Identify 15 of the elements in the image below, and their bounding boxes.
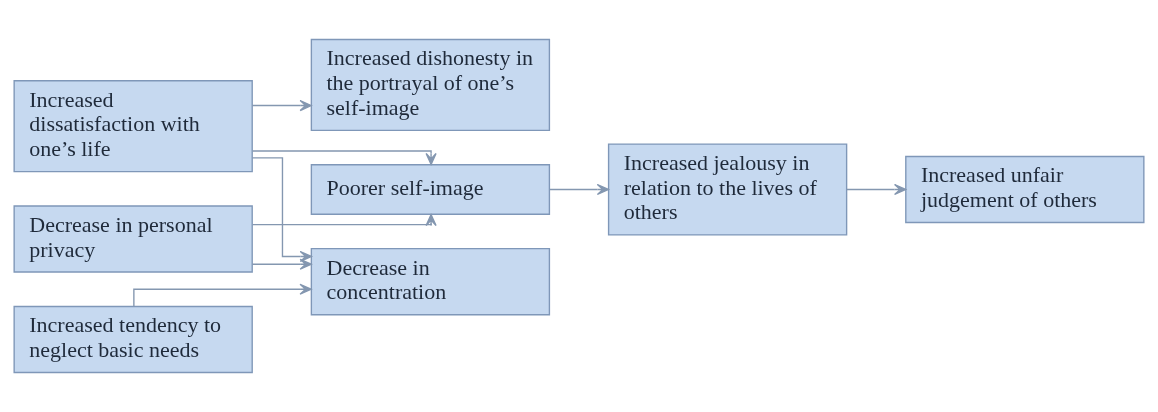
node-box: Decrease in concentration [310, 247, 551, 316]
node-box: Increased dishonesty in the portrayal of one’s self-image [310, 38, 551, 131]
node-box: Decrease in personal privacy [13, 205, 253, 273]
arrow [846, 183, 907, 196]
arrow [251, 258, 312, 270]
node-box: Increased tendency to neglect basic needs [13, 305, 253, 374]
arrow [251, 99, 312, 112]
arrow [251, 150, 437, 166]
arrow [133, 283, 312, 307]
node-box: Increased jealousy in relation to the lives of others [607, 143, 848, 236]
node-box: Increased unfair judgement of others [905, 155, 1145, 224]
arrow [548, 183, 610, 196]
node-box: Increased dissatisfaction with one’s life [13, 80, 253, 173]
arrow [251, 213, 437, 227]
node-box: Poorer self-image [310, 164, 551, 215]
